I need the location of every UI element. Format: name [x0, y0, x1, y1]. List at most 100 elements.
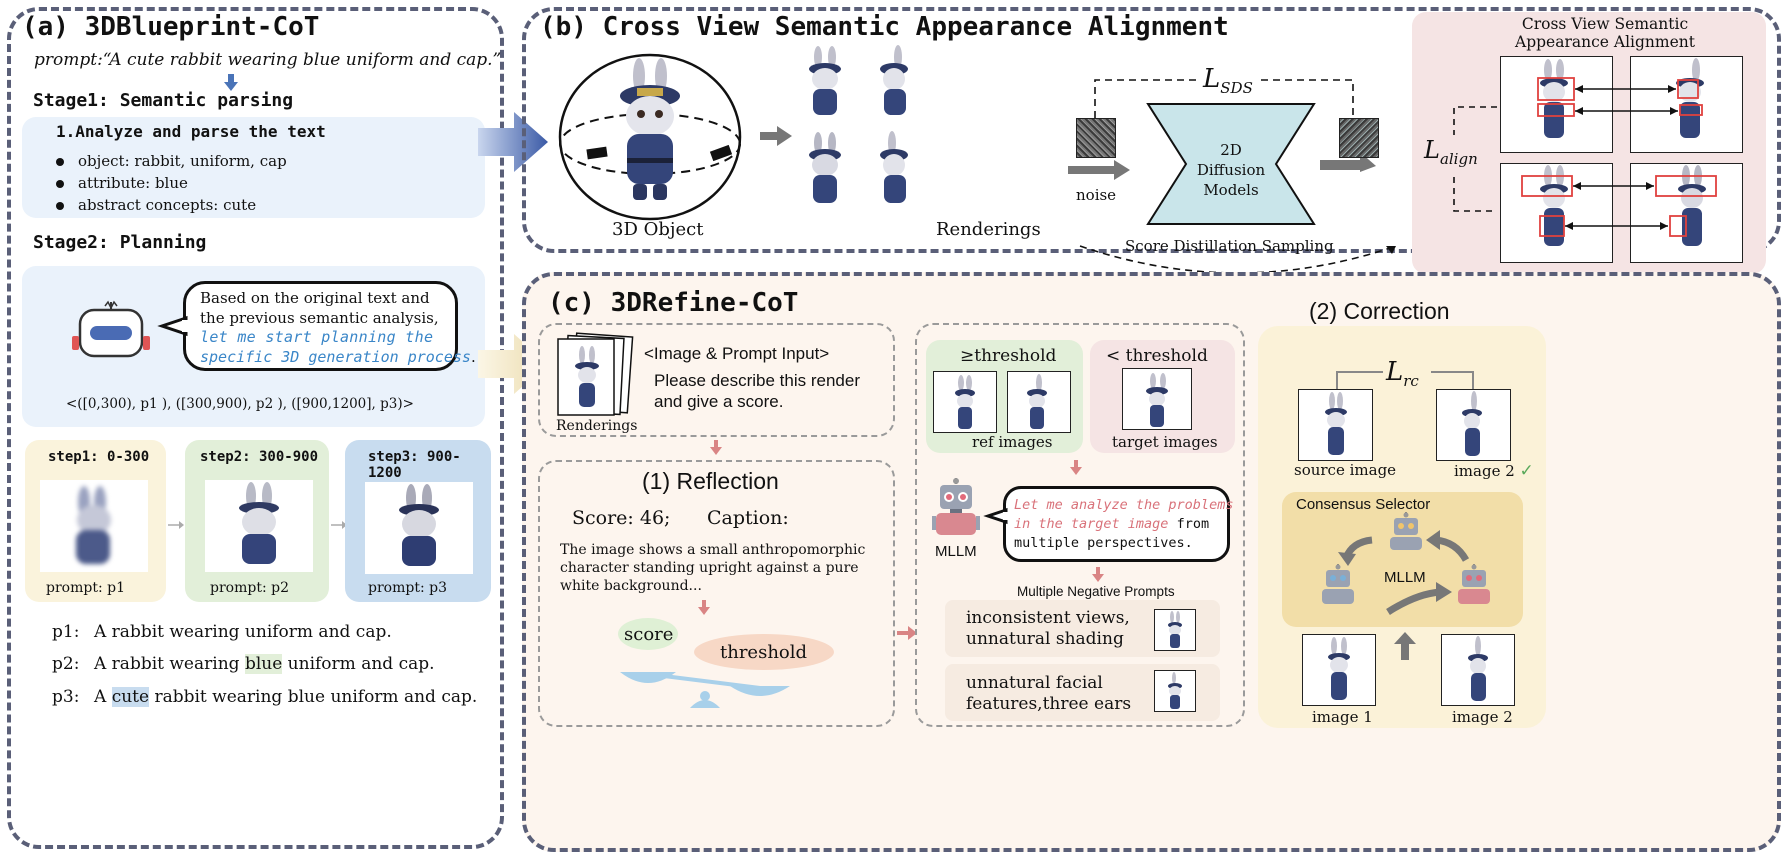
planning-speech-bubble — [183, 281, 458, 371]
arrow-right-icon — [1068, 160, 1130, 180]
prompt-list: p1:A rabbit wearing uniform and cap. p2:… — [52, 622, 477, 719]
stage2-title: Stage2: Planning — [33, 232, 207, 253]
panel-b-title: (b) Cross View Semantic Appearance Align… — [540, 12, 1229, 42]
rc-bracket — [1336, 371, 1474, 390]
rendering-side — [880, 45, 908, 115]
bullet-item: abstract concepts: cute — [56, 196, 287, 218]
correction-top-figures — [1325, 391, 1482, 456]
diffusion-model-hourglass — [1146, 103, 1316, 225]
bubble-text: Based on the original text and the previ… — [200, 289, 476, 366]
analyze-text: Let me analyze the problems in the targe… — [1014, 497, 1234, 551]
consensus-mllm-label: MLLM — [1384, 569, 1426, 586]
correction-title: (2) Correction — [1309, 298, 1450, 324]
arrow-right-icon — [331, 521, 347, 529]
rendering-front — [809, 46, 841, 115]
reflection-box — [538, 460, 895, 727]
panel-c-title: (c) 3DRefine-CoT — [548, 288, 799, 318]
image-2-top-label: image 2 ✓ — [1454, 461, 1534, 481]
step2-image-rabbit — [205, 480, 313, 572]
prompt-p2: p2:A rabbit wearing blue uniform and cap… — [52, 654, 435, 674]
rendering-back — [809, 132, 841, 203]
bullet-list: object: rabbit, uniform, cap attribute: … — [56, 152, 287, 218]
rendering-three-quarter — [880, 131, 908, 203]
loss-rc: Lrc — [1386, 357, 1419, 391]
loss-sds: LSDS — [1199, 64, 1257, 98]
consensus-robots — [1322, 512, 1490, 615]
correction-bottom-figures — [1328, 636, 1488, 701]
noise-image-left — [1076, 118, 1116, 158]
check-icon: ✓ — [1519, 461, 1534, 481]
arrow-right-icon — [168, 521, 184, 529]
align-dashed-bracket — [1453, 106, 1497, 212]
arrow-right-icon — [897, 626, 917, 640]
step2-prompt: prompt: p2 — [210, 580, 289, 596]
loss-align: Lalign — [1424, 136, 1478, 168]
noise-image-right — [1339, 118, 1379, 158]
arrow-down-icon — [224, 74, 238, 91]
plan-string: <([0,300), p1 ), ([300,900), p2 ), ([900… — [66, 396, 414, 412]
scale-score-label: score — [624, 624, 674, 645]
analyze-speech-bubble — [1003, 486, 1230, 562]
arrow-right-icon — [760, 126, 792, 146]
input-box — [538, 323, 895, 437]
thumbnail-figures — [955, 373, 1168, 429]
stage1-heading: 1.Analyze and parse the text — [56, 122, 326, 141]
step1-image-blurry-rabbit — [40, 480, 148, 572]
renderings-grid — [790, 45, 930, 215]
bubble-tail — [157, 315, 192, 337]
sds-caption: Score Distillation Sampling — [1125, 237, 1334, 255]
bullet-item: attribute: blue — [56, 174, 287, 196]
renderings-label: Renderings — [936, 219, 1041, 240]
noise-label: noise — [1076, 186, 1117, 204]
stage1-title: Stage1: Semantic parsing — [33, 90, 294, 111]
panel-b-alignment — [522, 7, 1781, 253]
prompt-text: prompt:“A cute rabbit wearing blue unifo… — [34, 50, 502, 70]
prompt-p1: p1:A rabbit wearing uniform and cap. — [52, 622, 392, 642]
neg-thumbnails — [1168, 611, 1182, 709]
analysis-box — [915, 323, 1245, 727]
image-2-bottom-label: image 2 — [1452, 708, 1513, 726]
arrow-up-icon — [1394, 632, 1416, 660]
arrow-down-icon — [1092, 567, 1104, 582]
target-images-label: target images — [1112, 433, 1218, 451]
align-figures — [1521, 58, 1717, 246]
robot-icon — [72, 300, 150, 358]
neg-prompt-1-text: inconsistent views,unnatural shading — [966, 608, 1130, 649]
image-1-bottom-label: image 1 — [1312, 708, 1373, 726]
ref-images-label: ref images — [972, 433, 1053, 451]
step3-image-rabbit — [365, 482, 473, 574]
input-header: <Image & Prompt Input> — [644, 344, 830, 363]
balance-scale-icon — [618, 618, 834, 708]
source-image-label: source image — [1294, 461, 1397, 479]
arrow-down-icon — [698, 600, 710, 615]
mllm-robot-icon — [932, 478, 980, 535]
step3-prompt: prompt: p3 — [368, 580, 447, 596]
bubble-tail — [983, 507, 1011, 525]
3d-object-sphere — [558, 53, 742, 221]
3d-object-label: 3D Object — [612, 219, 704, 240]
arrow-down-icon — [1070, 460, 1082, 475]
score-text: Score: 46; — [572, 507, 671, 529]
mllm-label: MLLM — [935, 543, 977, 560]
caption-label: Caption: — [707, 507, 789, 529]
reflection-title: (1) Reflection — [642, 468, 779, 494]
neg-prompts-title: Multiple Negative Prompts — [1017, 584, 1175, 599]
step1-prompt: prompt: p1 — [46, 580, 125, 596]
lt-threshold-label: < threshold — [1106, 346, 1208, 366]
robot-icon — [1322, 564, 1354, 604]
input-renderings-label: Renderings — [556, 418, 638, 434]
renderings-stack — [557, 332, 634, 416]
step3-title: step3: 900-1200 — [368, 449, 461, 481]
step2-title: step2: 300-900 — [200, 449, 319, 465]
panel-a-title: (a) 3DBlueprint-CoT — [22, 12, 320, 42]
robot-icon — [1458, 564, 1490, 604]
prompt-p3: p3:A cute rabbit wearing blue uniform an… — [52, 687, 478, 707]
ge-threshold-label: ≥threshold — [960, 346, 1057, 366]
panel-a-blueprint-cot — [7, 7, 504, 849]
robot-icon — [1390, 512, 1422, 550]
